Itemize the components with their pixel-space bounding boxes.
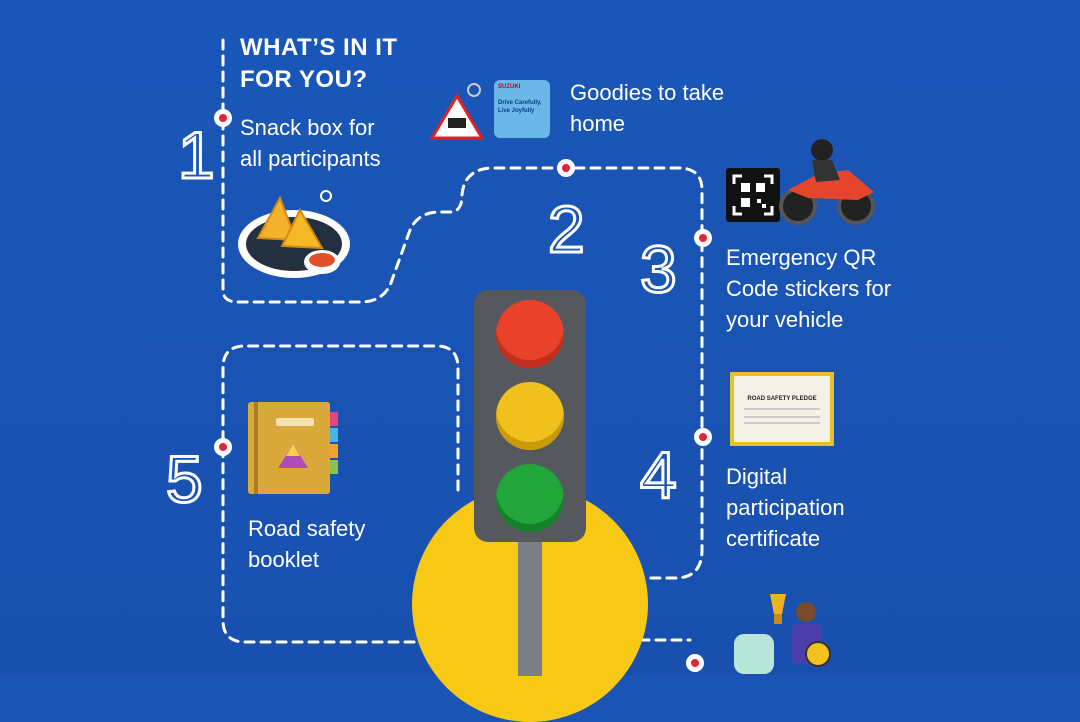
item-4-label: Digital participation certificate: [726, 464, 845, 551]
trophy-rider-image: [734, 594, 831, 674]
number-1: 1: [177, 118, 217, 192]
number-5: 5: [165, 442, 205, 516]
motorcycle-image: [779, 139, 875, 225]
number-2: 2: [547, 192, 587, 266]
qr-code-icon: [726, 168, 780, 222]
traffic-light: [474, 290, 586, 542]
item-1-label: Snack box for all participants: [240, 115, 381, 171]
item-2-label: Goodies to take home: [570, 80, 725, 136]
item-5-label: Road safety booklet: [248, 516, 366, 572]
number-3: 3: [639, 232, 679, 306]
number-4: 4: [639, 438, 679, 512]
red-light: [496, 300, 564, 368]
green-light: [496, 464, 564, 532]
item-3-label: Emergency QR Code stickers for your vehi…: [726, 245, 892, 332]
dashed-route: [214, 38, 712, 672]
yellow-light: [496, 382, 564, 450]
keyring-image: [430, 83, 484, 140]
sticker-tag-image: SUZUKI Drive Carefully, Live Joyfully: [494, 80, 550, 138]
snack-box-image: [238, 190, 350, 278]
certificate-image: ROAD SAFETY PLEDGE: [730, 372, 834, 446]
heading: WHAT’S IN IT FOR YOU?: [240, 34, 398, 93]
booklet-image: [248, 402, 338, 494]
traffic-light-pole: [518, 536, 542, 676]
